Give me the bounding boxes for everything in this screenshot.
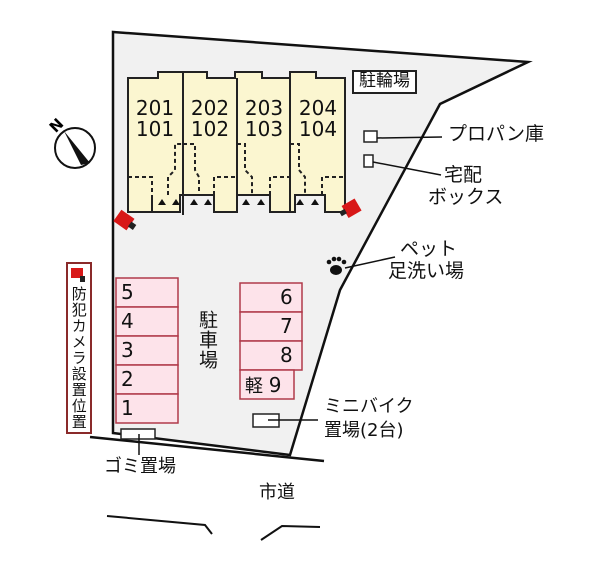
parking-space-2: 2: [121, 367, 134, 391]
parking-space-5: 5: [121, 280, 134, 304]
unit-label-1: 201 101: [128, 98, 182, 140]
delivery-box-label-2: ボックス: [428, 186, 504, 208]
parking-space-3: 3: [121, 338, 134, 362]
garbage-area: [120, 428, 156, 440]
unit-interior-dashes: [128, 143, 345, 195]
parking-left: [115, 277, 179, 424]
road-far-edge-left: [106, 515, 213, 535]
propane-storage-box: [363, 130, 378, 143]
unit-upper: 202: [190, 96, 230, 120]
parking-space-7: 7: [280, 314, 293, 338]
camera-mount-icon: [80, 276, 85, 282]
unit-lower: 103: [244, 117, 284, 141]
delivery-box-label-1: 宅配: [444, 164, 483, 186]
camera-icon: [71, 268, 83, 278]
paw-print-icon: [326, 256, 347, 275]
unit-upper: 204: [298, 96, 338, 120]
minibike-label-1: ミニバイク: [324, 396, 414, 417]
unit-upper: 203: [244, 96, 284, 120]
kei-number: 9: [268, 373, 282, 397]
unit-label-3: 203 103: [237, 98, 291, 140]
unit-upper: 201: [135, 96, 175, 120]
road-edge: [89, 435, 325, 463]
pet-wash-label-1: ペット: [400, 238, 458, 260]
delivery-box: [363, 154, 374, 168]
north-arrow-icon: N: [46, 115, 96, 169]
road-far-edge-right: [260, 524, 321, 541]
parking-space-6: 6: [280, 285, 293, 309]
parking-space-8: 8: [280, 343, 293, 367]
entrance-markers: [158, 199, 319, 205]
propane-storage-label: プロパン庫: [448, 123, 544, 145]
unit-lower: 101: [135, 117, 175, 141]
bicycle-parking-label: 駐輪場: [352, 70, 417, 94]
parking-label: 駐車場: [195, 310, 218, 370]
unit-label-4: 204 104: [291, 98, 345, 140]
parking-space-4: 4: [121, 309, 134, 333]
kei-car-label: 軽: [245, 376, 263, 397]
parking-space-1: 1: [121, 396, 134, 420]
unit-lower: 104: [298, 117, 338, 141]
city-road-label: 市道: [259, 482, 295, 503]
camera-icon-right: [339, 198, 362, 219]
unit-label-2: 202 102: [183, 98, 237, 140]
camera-legend-label: 防犯カメラ設置位置: [69, 286, 88, 430]
parking-right: [239, 282, 303, 400]
minibike-label-2: 置場(2台): [324, 420, 404, 441]
parking-space-9-kei: 軽 9: [245, 372, 281, 398]
garbage-label: ゴミ置場: [104, 456, 176, 477]
unit-lower: 102: [190, 117, 230, 141]
camera-icon-left: [113, 209, 137, 231]
pet-wash-label-2: 足洗い場: [388, 260, 465, 282]
camera-legend: 防犯カメラ設置位置: [66, 262, 92, 434]
